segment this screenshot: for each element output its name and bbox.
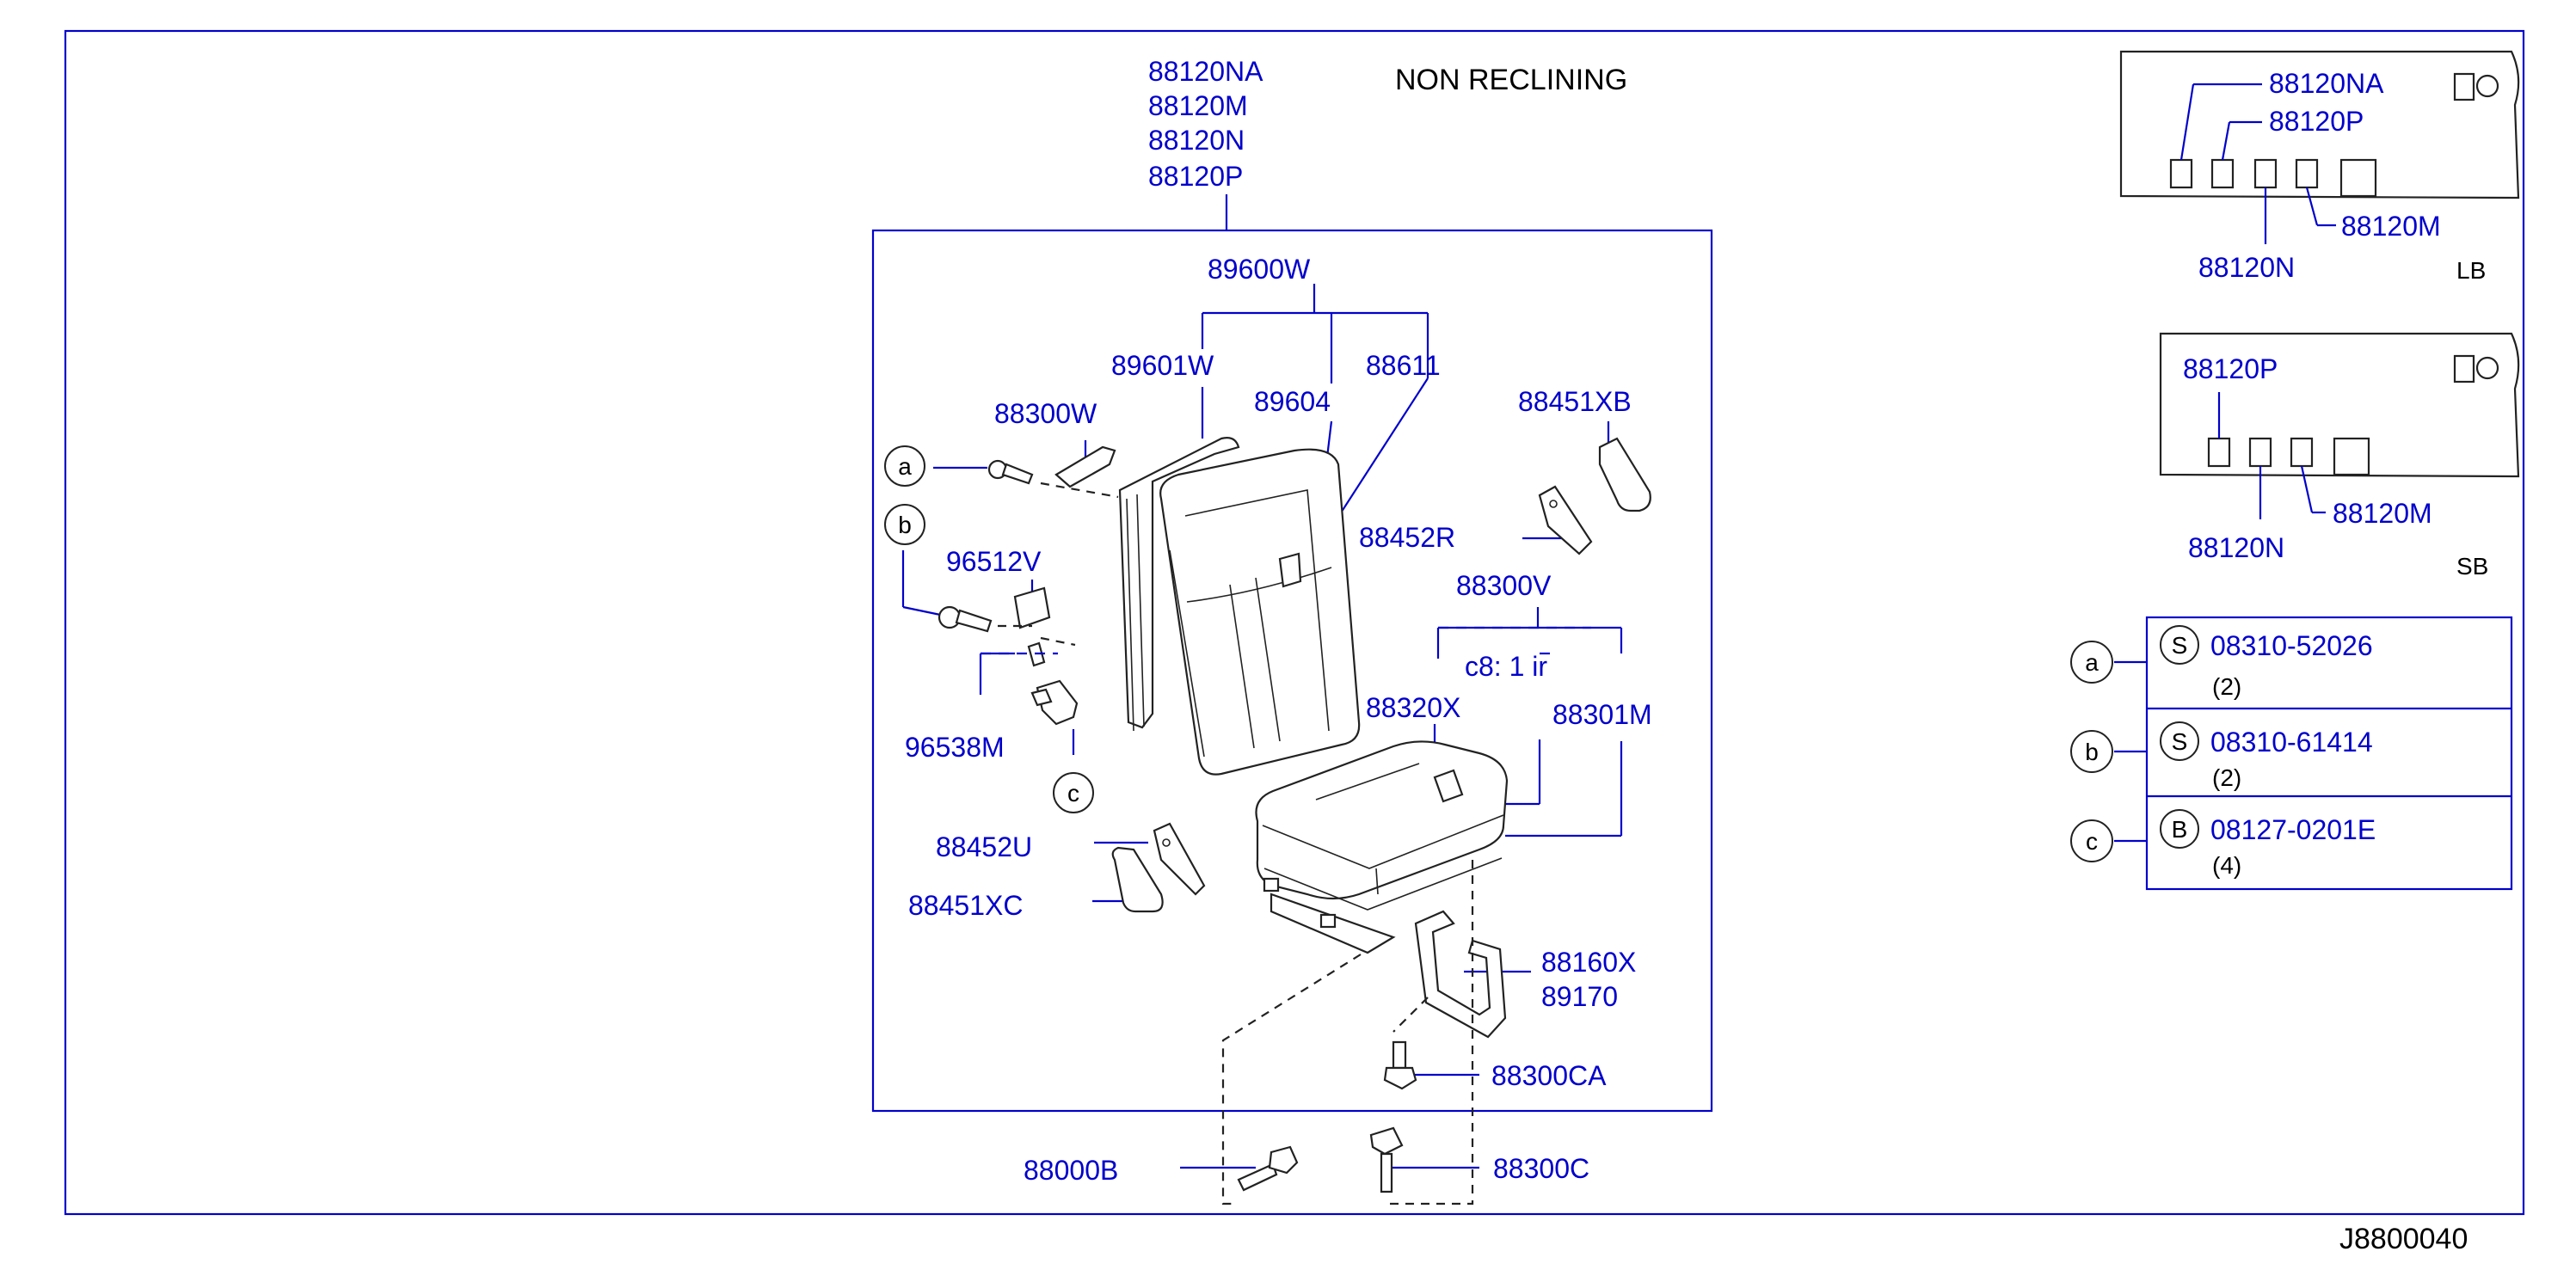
bolt-88300C bbox=[1369, 1126, 1404, 1193]
inset-lb-part-3: 88120N bbox=[2198, 252, 2295, 283]
label-89600W: 89600W bbox=[1208, 254, 1311, 285]
inset-sb-part-1: 88120P bbox=[2183, 353, 2278, 384]
label-88451XB: 88451XB bbox=[1518, 386, 1632, 417]
fastener-c-part: 08127-0201E bbox=[2210, 814, 2376, 845]
diagram-id: J8800040 bbox=[2339, 1223, 2468, 1255]
seat-cushion-clip-88320X bbox=[1433, 769, 1464, 803]
label-96512V: 96512V bbox=[946, 546, 1042, 577]
svg-text:c: c bbox=[2086, 828, 2098, 855]
fastener-row-a: a S 08310-52026 (2) bbox=[2070, 625, 2373, 700]
label-88300W: 88300W bbox=[994, 398, 1097, 429]
svg-text:c: c bbox=[1067, 780, 1079, 807]
callout-a: a bbox=[884, 445, 925, 487]
top-part-label-3: 88120N bbox=[1148, 125, 1245, 156]
fastener-row-c: c B 08127-0201E (4) bbox=[2070, 809, 2376, 879]
side-cover-88451XB bbox=[1598, 437, 1651, 512]
side-cover-88451XC bbox=[1111, 846, 1164, 913]
label-88452U: 88452U bbox=[936, 831, 1032, 862]
label-88451XC: 88451XC bbox=[908, 890, 1023, 921]
inset-lb-part-4: 88120M bbox=[2341, 211, 2441, 242]
fastener-a-part: 08310-52026 bbox=[2210, 630, 2373, 661]
fastener-table: a S 08310-52026 (2) b S 08310-61414 (2) … bbox=[2070, 616, 2513, 891]
label-89601W: 89601W bbox=[1111, 350, 1214, 381]
seat-back-clip-89604 bbox=[1278, 552, 1302, 588]
inset-sb-part-2: 88120N bbox=[2188, 532, 2284, 563]
inset-lb-label: LB bbox=[2456, 257, 2486, 284]
inset-lb-part-2: 88120P bbox=[2269, 106, 2364, 137]
nut-96538M bbox=[1030, 679, 1079, 726]
label-89170: 89170 bbox=[1541, 981, 1618, 1012]
fastener-a-qty: (2) bbox=[2212, 673, 2241, 700]
inset-lb: 88120NA 88120P 88120N 88120M LB bbox=[2119, 50, 2520, 284]
inset-sb-label: SB bbox=[2456, 553, 2488, 580]
top-part-label-1: 88120NA bbox=[1148, 56, 1263, 87]
label-89604: 89604 bbox=[1254, 386, 1331, 417]
svg-text:S: S bbox=[2172, 632, 2188, 659]
bracket-88160X bbox=[1414, 910, 1507, 1039]
label-88301L-partial: c8: 1 ir bbox=[1465, 651, 1547, 682]
label-88160X: 88160X bbox=[1541, 947, 1636, 978]
top-part-label-4: 88120P bbox=[1148, 161, 1243, 192]
fastener-b-part: 08310-61414 bbox=[2210, 727, 2373, 758]
outer-frame bbox=[64, 29, 2525, 1216]
bolt-96512V-set bbox=[938, 586, 1051, 667]
top-part-label-2: 88120M bbox=[1148, 90, 1248, 121]
bolt-88000B bbox=[1237, 1145, 1299, 1192]
fastener-row-b: b S 08310-61414 (2) bbox=[2070, 721, 2373, 791]
hinge-bracket-88452R bbox=[1538, 485, 1593, 555]
label-88300CA: 88300CA bbox=[1491, 1060, 1607, 1091]
label-88301M: 88301M bbox=[1552, 699, 1652, 730]
view-title: NON RECLINING bbox=[1395, 64, 1627, 96]
seat-back-frame-89601W bbox=[1118, 437, 1240, 732]
label-88320X: 88320X bbox=[1366, 692, 1460, 723]
seat-assembly-box bbox=[871, 229, 1713, 1113]
bolt-88300CA bbox=[1383, 1040, 1417, 1090]
svg-text:a: a bbox=[898, 453, 912, 480]
seat-cushion bbox=[1255, 740, 1509, 911]
seat-rail bbox=[1263, 877, 1396, 954]
svg-text:S: S bbox=[2172, 728, 2188, 755]
label-88300C: 88300C bbox=[1493, 1153, 1589, 1184]
inset-sb-part-3: 88120M bbox=[2333, 498, 2432, 529]
label-88611: 88611 bbox=[1366, 350, 1441, 381]
assembly-dashes bbox=[981, 482, 1591, 1205]
svg-text:B: B bbox=[2172, 816, 2188, 843]
seat-back-89600W bbox=[1159, 448, 1361, 776]
label-88300V: 88300V bbox=[1456, 570, 1552, 601]
svg-text:a: a bbox=[2085, 649, 2099, 676]
svg-text:b: b bbox=[2085, 739, 2099, 765]
fastener-c-qty: (4) bbox=[2212, 852, 2241, 879]
callout-b: b bbox=[884, 504, 925, 545]
fastener-b-qty: (2) bbox=[2212, 764, 2241, 791]
callout-c: c bbox=[1053, 772, 1094, 813]
headrest-bracket-88300W bbox=[987, 445, 1116, 488]
inset-sb: 88120P 88120N 88120M SB bbox=[2159, 332, 2520, 580]
svg-text:b: b bbox=[898, 512, 912, 538]
label-96538M: 96538M bbox=[905, 732, 1005, 763]
label-88452R: 88452R bbox=[1359, 522, 1455, 553]
label-88000B: 88000B bbox=[1024, 1155, 1118, 1186]
hinge-bracket-88452U bbox=[1153, 822, 1206, 896]
inset-lb-part-1: 88120NA bbox=[2269, 68, 2384, 99]
